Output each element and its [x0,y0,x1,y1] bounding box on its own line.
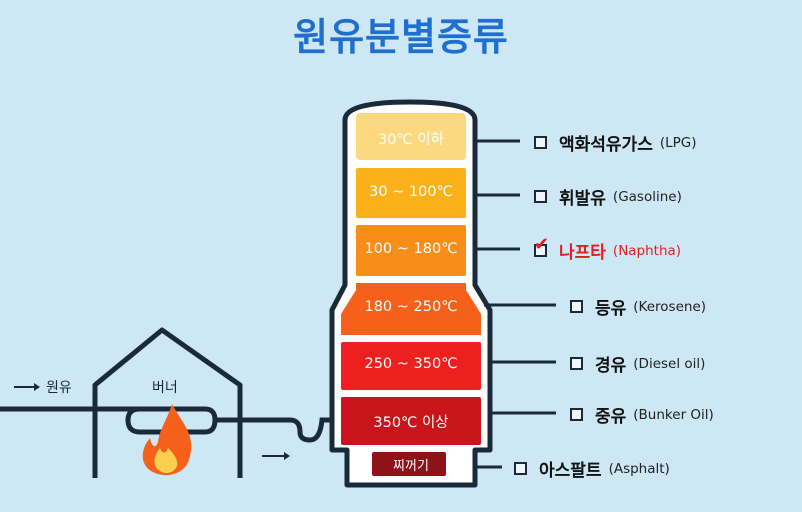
residue-box [372,452,446,476]
product-name: 나프타 [559,243,606,263]
product-bunker-oil[interactable]: 중유 (Bunker Oil) [570,402,714,427]
product-name: 휘발유 [559,189,606,209]
checkbox-icon[interactable] [570,408,583,421]
product-english: (LPG) [659,134,697,151]
burner-label: 버너 [152,380,178,396]
coil-pipe [215,417,330,443]
product-name: 경유 [595,356,627,376]
feed-label: 원유 [46,380,72,396]
feed-arrow-icon [14,383,40,391]
product-name: 아스팔트 [539,461,602,481]
product-kerosene[interactable]: 등유 (Kerosene) [570,294,706,319]
band-5 [341,342,481,390]
product-diesel[interactable]: 경유 (Diesel oil) [570,351,705,376]
band-label-4: 180 ~ 250℃ [364,299,458,315]
product-name: 중유 [595,407,627,427]
band-label-1: 30℃ 이하 [377,132,445,148]
band-1 [356,113,466,160]
product-name: 액화석유가스 [559,135,653,155]
product-english: (Naphtha) [612,242,682,259]
product-english: (Kerosene) [633,298,707,315]
product-english: (Bunker Oil) [633,406,714,423]
checkbox-icon[interactable] [534,136,547,149]
flame-icon [142,404,192,476]
product-name: 등유 [595,299,627,319]
product-lpg[interactable]: 액화석유가스 (LPG) [534,130,697,155]
product-asphalt[interactable]: 아스팔트 (Asphalt) [514,456,670,481]
checkbox-icon[interactable] [570,300,583,313]
band-3 [356,225,466,276]
flow-arrow-icon [262,452,290,460]
band-label-3: 100 ~ 180℃ [364,241,458,257]
band-4 [341,283,481,335]
checkbox-icon[interactable] [514,462,527,475]
band-label-2: 30 ~ 100℃ [369,184,453,200]
product-english: (Diesel oil) [633,355,706,372]
checkbox-icon[interactable]: ✔ [534,234,549,257]
product-english: (Asphalt) [608,460,670,477]
band-6 [341,397,481,445]
furnace-house [92,327,243,478]
feed-pipe [0,406,218,435]
product-gasoline[interactable]: 휘발유 (Gasoline) [534,184,682,209]
residue-label: 찌꺼기 [393,459,429,474]
product-english: (Gasoline) [612,188,682,205]
band-label-5: 250 ~ 350℃ [364,356,458,372]
page-title: 원유분별증류 [293,15,509,59]
band-2 [356,168,466,218]
product-naphtha[interactable]: ✔ 나프타 (Naphtha) [534,234,682,263]
checkbox-icon[interactable] [570,357,583,370]
band-label-6: 350℃ 이상 [373,415,449,431]
checkmark-icon: ✔ [534,234,550,255]
checkbox-icon[interactable] [534,190,547,203]
